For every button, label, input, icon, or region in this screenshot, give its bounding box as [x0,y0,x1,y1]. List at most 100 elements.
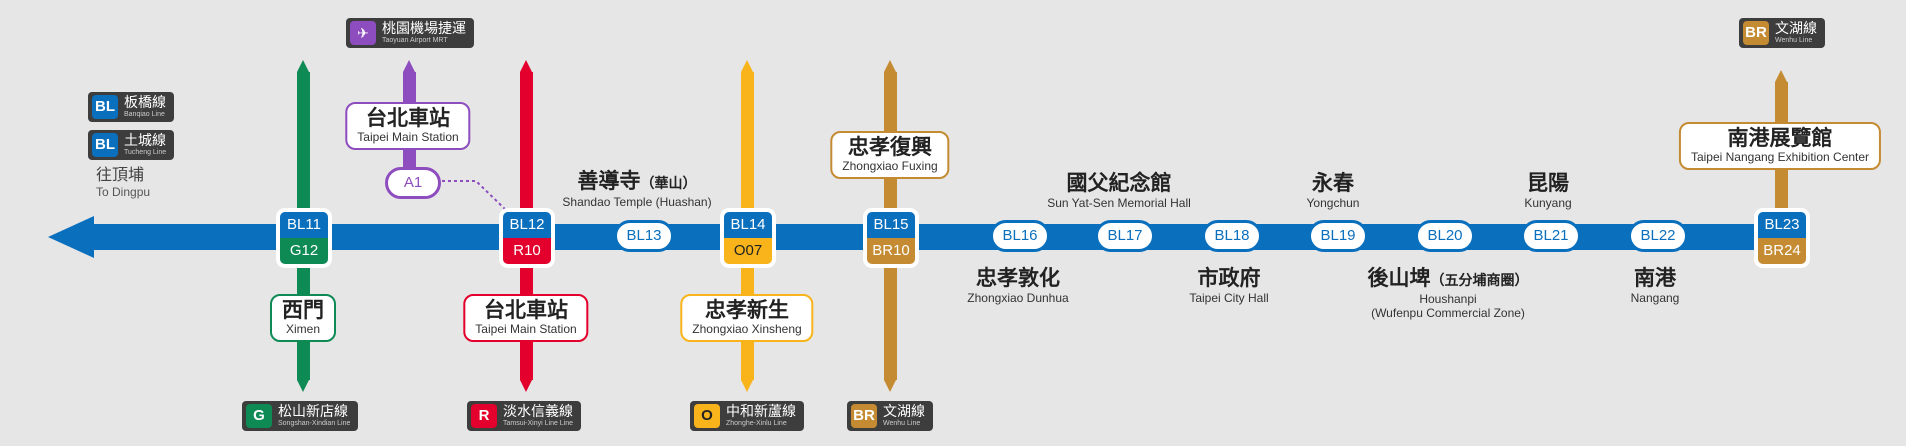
station-bl19[interactable]: BL19 [1308,220,1368,252]
code-r10: R10 [503,238,551,264]
name-zh: 南港展覽館 [1727,127,1833,150]
name-en-2: (Wufenpu Commercial Zone) [1371,306,1525,320]
name-zh-sub: （華山） [640,175,697,191]
name-zh: 南港 [1634,267,1676,290]
badge-g: G [246,404,272,428]
label-dunhua: 忠孝敦化 Zhongxiao Dunhua [967,267,1068,305]
station-bl16[interactable]: BL16 [990,220,1050,252]
destination-zh: 往頂埔 [96,167,145,184]
name-zh: 西門 [282,299,324,322]
station-bl22[interactable]: BL22 [1628,220,1688,252]
legend-en: Tucheng Line [124,149,167,156]
badge-br: BR [1743,21,1769,45]
name-en: Nangang [1630,291,1680,305]
name-en: Kunyang [1524,196,1572,210]
code-g12: G12 [280,238,328,264]
name-zh: 善導寺 [577,170,641,193]
station-bl15[interactable]: BL15 BR10 [863,208,919,268]
station-bl17[interactable]: BL17 [1095,220,1155,252]
station-bl14[interactable]: BL14 O07 [720,208,776,268]
code-bl23: BL23 [1758,212,1806,238]
name-zh: 市政府 [1197,267,1261,290]
label-yongchun: 永春 Yongchun [1307,172,1360,210]
name-en: Taipei Main Station [475,322,577,336]
legend-zh: 中和新蘆線 [726,403,796,419]
legend-en: Taoyuan Airport MRT [382,37,448,44]
code-br10: BR10 [867,238,915,264]
label-cityhall: 市政府 Taipei City Hall [1189,267,1268,305]
name-zh: 昆陽 [1527,172,1569,195]
name-zh: 永春 [1311,172,1354,195]
legend-zh: 松山新店線 [278,403,348,419]
name-en: Zhongxiao Xinsheng [692,322,802,336]
code-o07: O07 [724,238,772,264]
name-en: Shandao Temple (Huashan) [562,195,712,209]
legend-en: Songshan-Xindian Line [278,420,351,427]
legend-zh: 文湖線 [1775,20,1817,36]
name-box-exhibition: 南港展覽館 Taipei Nangang Exhibition Center [1678,122,1882,170]
legend-zh: 文湖線 [883,403,925,419]
legend-zh: 土城線 [124,132,166,148]
label-nangang: 南港 Nangang [1631,267,1680,305]
station-bl20[interactable]: BL20 [1415,220,1475,252]
code-bl14: BL14 [724,212,772,238]
legend-en: Wenhu Line [883,420,921,427]
name-zh: 忠孝敦化 [975,267,1060,290]
legend-en: Banqiao Line [124,111,165,118]
station-bl12[interactable]: BL12 R10 [499,208,555,268]
badge-br: BR [851,404,877,428]
airplane-icon: ✈ [350,21,376,45]
legend-en: Wenhu Line [1775,37,1813,44]
name-zh: 台北車站 [483,299,568,322]
legend-zh: 桃園機場捷運 [382,20,466,36]
destination-en: To Dingpu [96,185,151,199]
station-bl23[interactable]: BL23 BR24 [1754,208,1810,268]
station-bl11[interactable]: BL11 G12 [276,208,332,268]
legend-zh: 板橋線 [124,94,166,110]
name-box-taipei-main-bottom: 台北車站 Taipei Main Station [463,294,589,342]
station-bl13[interactable]: BL13 [614,220,674,252]
station-a1[interactable]: A1 [385,167,441,199]
label-kunyang: 昆陽 Kunyang [1524,172,1571,210]
legend-zh: 淡水信義線 [503,403,573,419]
code-bl12: BL12 [503,212,551,238]
name-zh: 國父紀念館 [1066,172,1172,195]
label-houshanpi: 後山埤（五分埔商圈） Houshanpi (Wufenpu Commercial… [1368,267,1529,320]
name-en: Taipei Main Station [357,130,459,144]
name-en: Zhongxiao Dunhua [967,291,1069,305]
station-bl21[interactable]: BL21 [1521,220,1581,252]
station-bl18[interactable]: BL18 [1202,220,1262,252]
name-zh-sub: （五分埔商圈） [1430,272,1529,288]
name-box-xinsheng: 忠孝新生 Zhongxiao Xinsheng [680,294,814,342]
badge-bl: BL [92,95,118,119]
legend-en: Zhonghe-Xinlu Line [726,420,787,427]
badge-r: R [471,404,497,428]
name-en: Taipei Nangang Exhibition Center [1690,150,1870,164]
name-en: Ximen [285,322,320,336]
name-zh: 忠孝復興 [847,136,932,159]
name-box-ximen: 西門 Ximen [270,294,336,342]
name-en: Houshanpi [1419,292,1477,306]
badge-o: O [694,404,720,428]
name-zh: 台北車站 [365,107,450,130]
code-bl15: BL15 [867,212,915,238]
legend-en: Tamsui-Xinyi Line Line [503,420,574,427]
name-en: Yongchun [1306,196,1360,210]
name-en: Taipei City Hall [1189,291,1269,305]
name-box-taipei-main-top: 台北車站 Taipei Main Station [345,102,471,150]
name-zh: 後山埤 [1367,267,1431,290]
name-zh: 忠孝新生 [704,299,789,322]
badge-bl: BL [92,133,118,157]
label-shandao: 善導寺（華山） Shandao Temple (Huashan) [562,170,711,209]
direction-arrow [48,216,94,258]
code-bl11: BL11 [280,212,328,238]
name-en: Zhongxiao Fuxing [842,159,938,173]
